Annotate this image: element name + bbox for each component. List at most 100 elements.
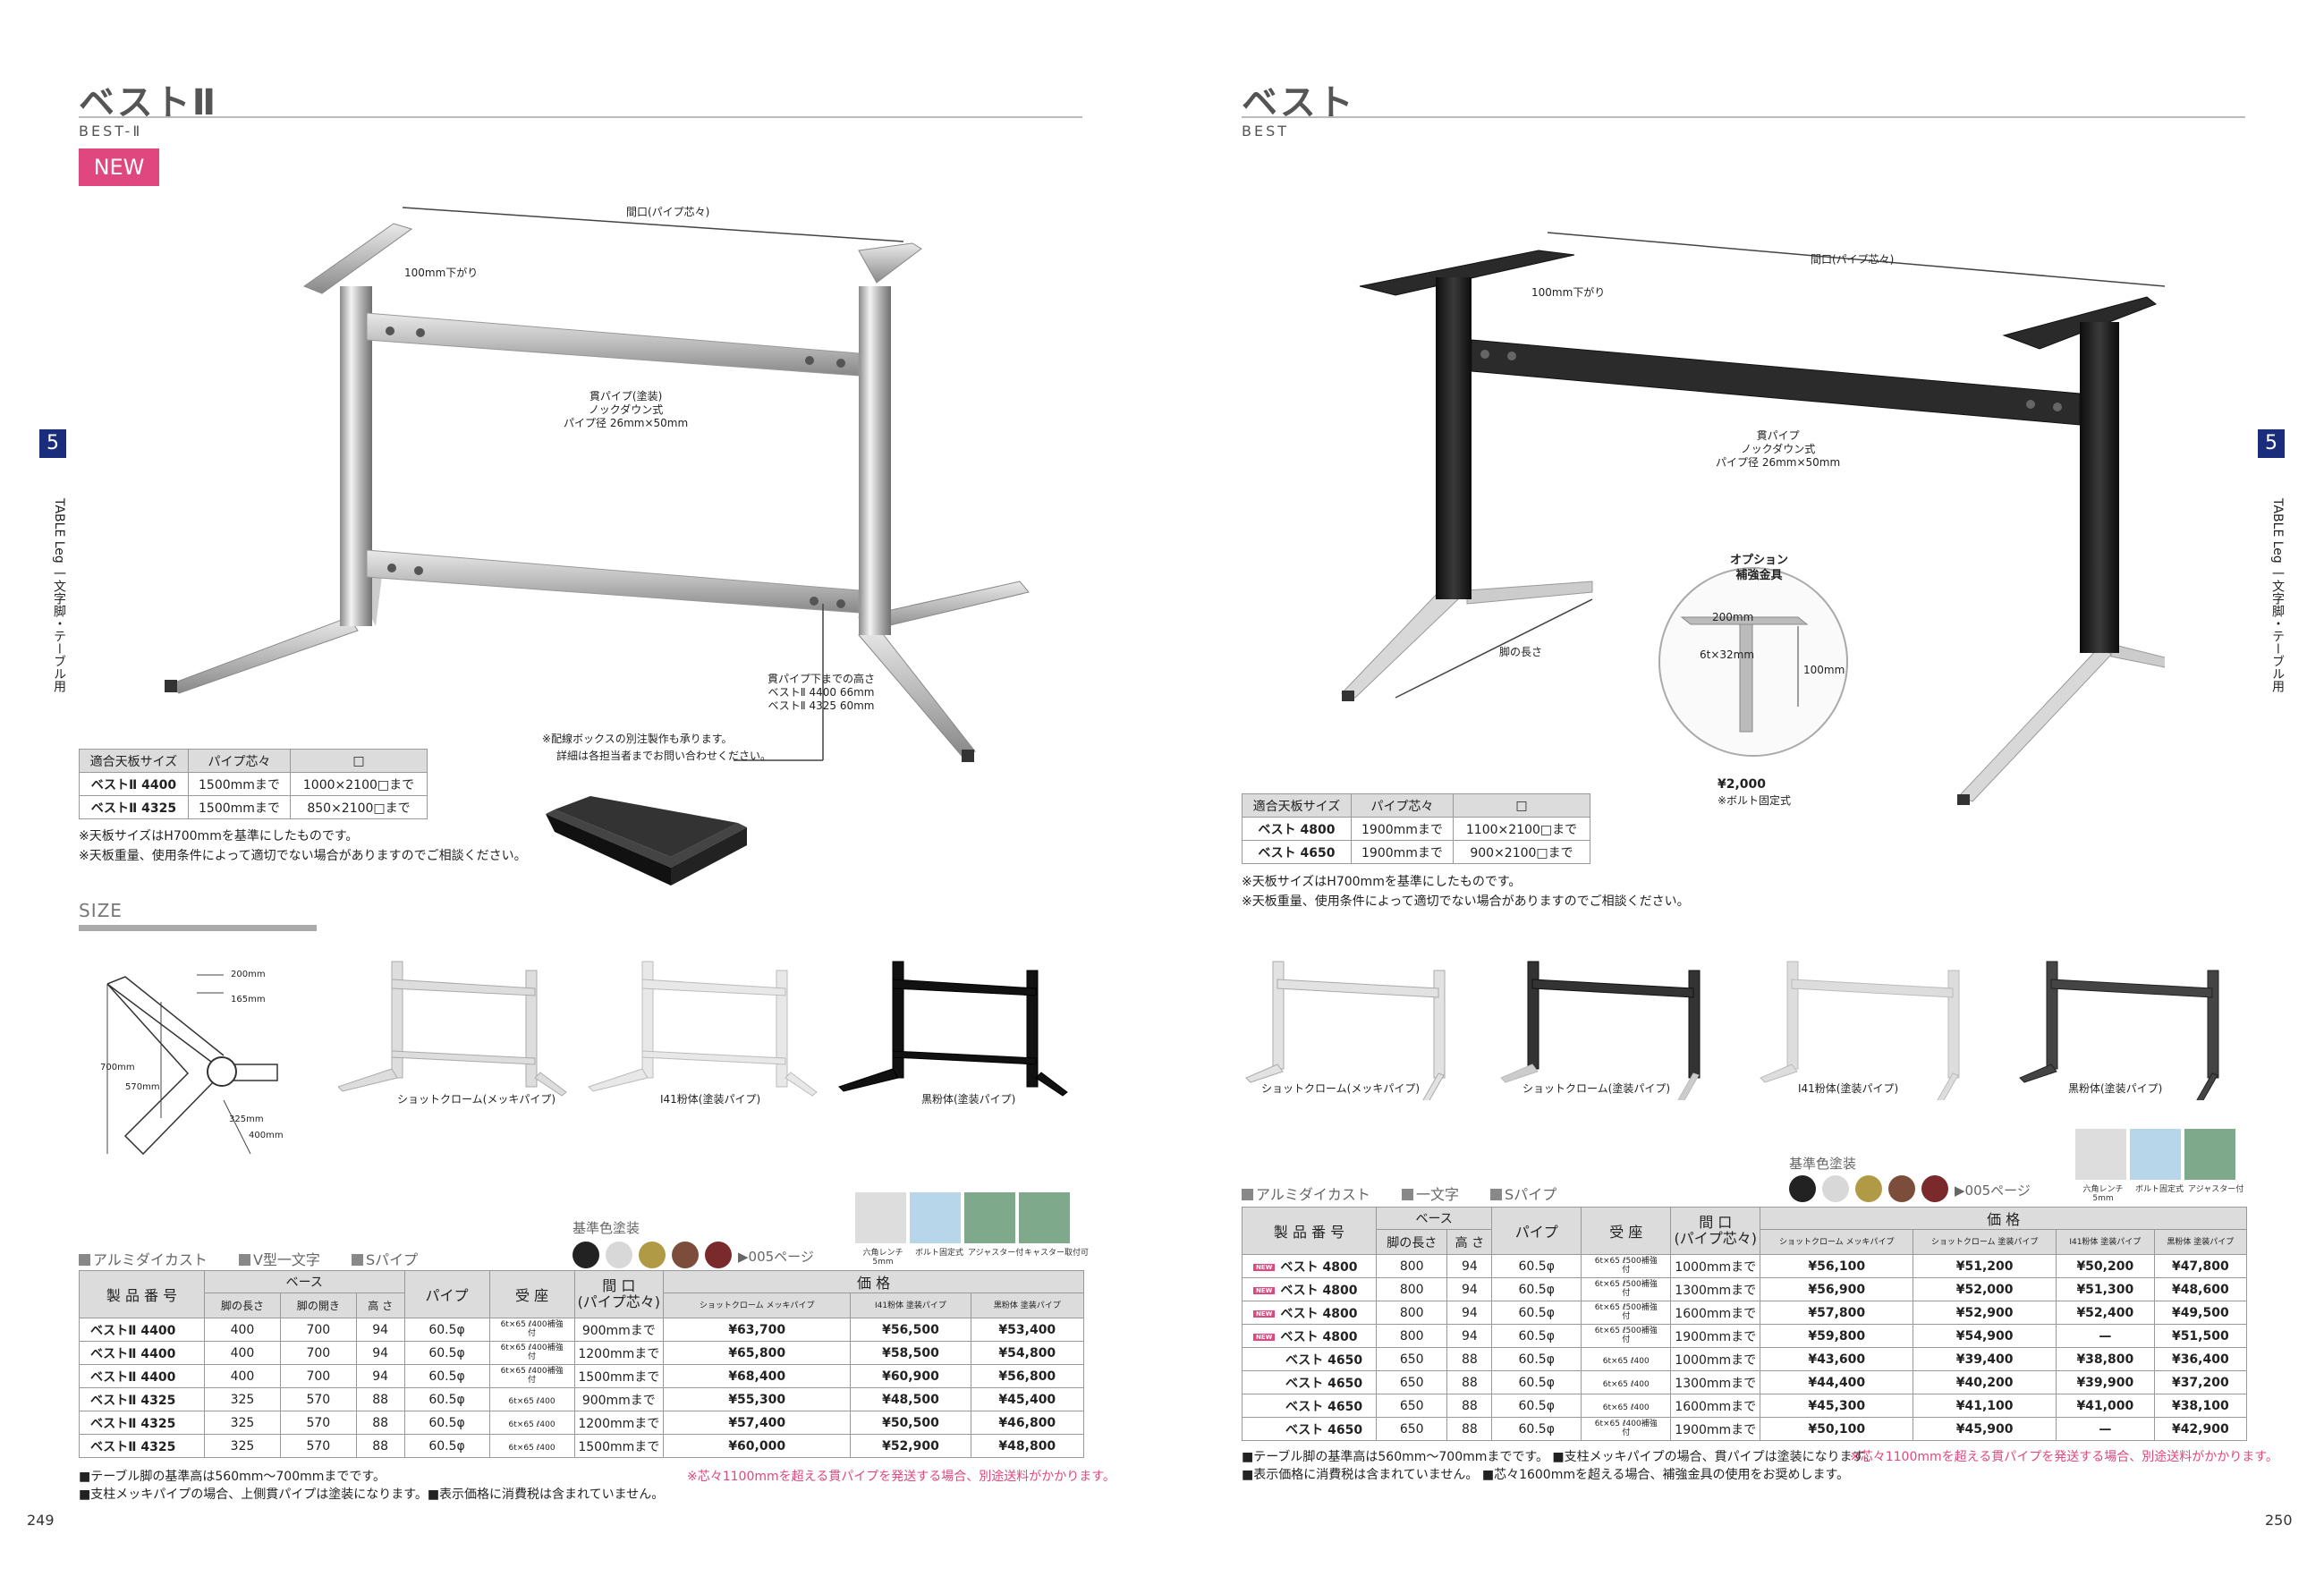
table-cell: ¥50,200 [2055,1254,2155,1278]
th-height: 高 さ [1446,1229,1493,1255]
th-square: □ [290,749,428,773]
table-cell: ¥68,400 [663,1364,852,1388]
table-cell: 60.5φ [1491,1254,1582,1278]
cell: 1100×2100□まで [1453,817,1590,841]
page-number-left: 249 [27,1512,55,1529]
bolt-fix-icon [910,1192,961,1243]
table-cell: ¥52,900 [850,1434,971,1458]
table-cell: 60.5φ [403,1411,490,1435]
table-cell: 6t×65 ℓ500補強付 [1581,1254,1672,1278]
table-cell: ¥55,300 [663,1387,852,1411]
color-brown-swatch [672,1242,699,1268]
opt-dim-100: 100mm [1803,664,1845,676]
color-gold-swatch [1855,1175,1882,1202]
color-gold-swatch [639,1242,666,1268]
dim-700: 700mm [100,1063,135,1072]
table-cell: ベストⅡ 4325 [79,1434,205,1458]
table-cell: 88 [355,1387,405,1411]
th-model: 製 品 番 号 [79,1270,205,1318]
table-cell: ¥38,800 [2055,1347,2155,1371]
table-cell: 60.5φ [1491,1324,1582,1348]
option-bolt-note: ※ボルト固定式 [1718,794,1792,807]
table-cell: — [2055,1417,2155,1441]
table-cell: 6t×65 ℓ400 [488,1434,575,1458]
opt-dim-6t: 6t×32mm [1700,648,1755,661]
table-cell: 400 [204,1341,281,1365]
table-cell: 700 [279,1341,357,1365]
table-cell: 6t×65 ℓ400補強付 [1581,1417,1672,1441]
option-label: キャスター取付可 [1024,1249,1090,1258]
table-cell: 94 [1446,1277,1493,1301]
chapter-number-left: 5 [39,429,66,458]
best-leg-illustration [1341,232,2165,805]
pipe-label-left: 貫パイプ(塗装)ノックダウン式パイプ径 26mm×50mm [564,390,689,429]
table-cell: ¥60,000 [663,1434,852,1458]
option-label: 六角レンチ 5mm [2082,1185,2124,1203]
dim-325: 325mm [229,1115,264,1124]
drop-label-right: 100mm下がり [1531,286,1606,299]
table-cell: ¥53,400 [970,1318,1085,1342]
table-cell: 700 [279,1364,357,1388]
left-foot-1: ■テーブル脚の基準高は560mm〜700mmまでです。 [79,1470,386,1484]
th-seat: 受 座 [1581,1207,1672,1255]
table-cell: ¥63,700 [663,1318,852,1342]
table-cell: ¥52,400 [2055,1301,2155,1325]
page-number-right: 250 [2265,1512,2293,1529]
table-cell: 650 [1375,1370,1448,1394]
table-cell: ¥46,800 [970,1411,1085,1435]
right-foot-1: ■テーブル脚の基準高は560mm〜700mmまでです。 ■支柱メッキパイプの場合… [1242,1450,1877,1464]
left-foot-pink: ※芯々1100mmを超える貫パイプを発送する場合、別途送料がかかります。 [687,1470,1115,1484]
table-cell: 325 [204,1434,281,1458]
table-cell: 325 [204,1411,281,1435]
table-cell: ¥48,600 [2153,1277,2248,1301]
table-cell: 400 [204,1318,281,1342]
cat-square-icon [1490,1189,1503,1200]
table-cell: 88 [355,1434,405,1458]
table-cell: ¥52,900 [1913,1301,2057,1325]
th-price3: I41粉体 塗装パイプ [2055,1229,2155,1255]
th-height: 高 さ [355,1293,405,1318]
table-cell: ¥56,100 [1760,1254,1914,1278]
table-cell: ¥47,800 [2153,1254,2248,1278]
table-cell: ¥57,800 [1760,1301,1914,1325]
table-cell: ベストⅡ 4325 [79,1387,205,1411]
table-cell: 1000mmまで [1670,1254,1761,1278]
th-leg-spread: 脚の開き [279,1293,357,1318]
table-cell: ベストⅡ 4400 [79,1318,205,1342]
table-cell: ベスト 4650 [1242,1347,1377,1371]
option-label: ボルト固定式 [2134,1185,2184,1194]
option-price: ¥2,000 [1718,777,1767,792]
table-cell: 6t×65 ℓ500補強付 [1581,1301,1672,1325]
th-price3: 黒粉体 塗装パイプ [970,1293,1085,1318]
th-pipe: パイプ芯々 [1350,793,1455,818]
table-cell: ¥57,400 [663,1411,852,1435]
table-cell: 88 [355,1411,405,1435]
table-cell: 88 [1446,1370,1493,1394]
best-price-table: 製 品 番 号 ベース パイプ 受 座 間 口(パイプ芯々) 価 格 脚の長さ … [1242,1207,2248,1441]
table-cell: ベストⅡ 4325 [79,1411,205,1435]
table-cell: 800 [1375,1254,1448,1278]
table-cell: 800 [1375,1277,1448,1301]
th-base: ベース [1375,1207,1493,1230]
hex-wrench-icon [2075,1129,2126,1180]
table-cell: 1200mmまで [573,1411,665,1435]
table-cell: 60.5φ [1491,1417,1582,1441]
dim-400: 400mm [249,1131,284,1140]
table-cell: ¥58,500 [850,1341,971,1365]
variant-label: ショットクローム(メッキパイプ) [397,1093,556,1106]
right-size-notes: ※天板サイズはH700mmを基準にしたものです。※天板重量、使用条件によって適切… [1242,875,1690,909]
table-cell: ¥36,400 [2153,1347,2248,1371]
variant-label: 黒粉体(塗装パイプ) [921,1093,1016,1106]
table-cell: ¥48,800 [970,1434,1085,1458]
table-cell: 1900mmまで [1670,1324,1761,1348]
chapter-label-left: TABLE Leg 一文字脚・テーブル用 [52,498,66,693]
option-label: 六角レンチ 5mm [862,1249,903,1267]
table-cell: ¥56,900 [1760,1277,1914,1301]
